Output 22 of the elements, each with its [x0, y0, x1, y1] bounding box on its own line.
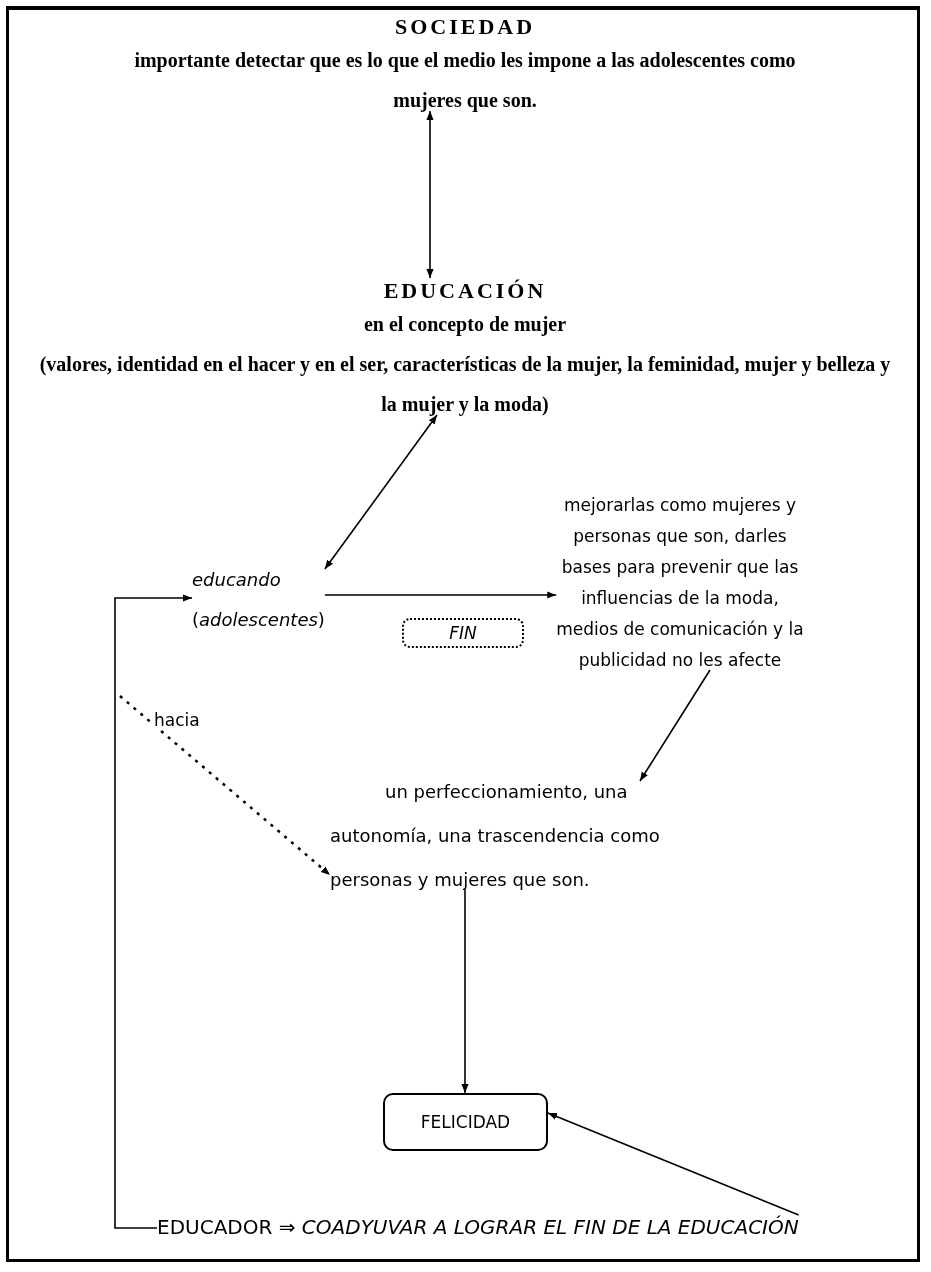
description-text: importante detectar que es lo que el medio les impone a las adolescentes como mujeres que son. — [133, 48, 797, 114]
edge-label: hacia — [152, 710, 202, 730]
heading: EDUCACIÓN — [383, 278, 547, 304]
arrow — [114, 594, 193, 1229]
arrow — [547, 1112, 800, 1216]
arrow — [426, 110, 434, 279]
arrow — [324, 414, 438, 570]
description-text: en el concepto de mujer — [362, 312, 568, 338]
node-text: (adolescentes) — [192, 608, 325, 632]
node-text: un perfeccionamiento, una autonomía, una trascendencia como personas y mujeres que son. — [330, 780, 660, 892]
node-text: educando — [192, 568, 281, 592]
description-text: (valores, identidad en el hacer y en el ser, características de la mujer, la feminidad, mujer y belleza y la mujer y la moda) — [38, 352, 892, 418]
arrow — [461, 889, 469, 1094]
rounded-box — [383, 1093, 548, 1151]
node-text: mejorarlas como mujeres y personas que son, darles bases para prevenir que las influencias de la moda, medios de comunicación y la publicidad no les afecte — [555, 494, 805, 672]
node-text: FELICIDAD — [420, 1111, 511, 1134]
dotted-arrow — [119, 695, 331, 876]
arrow — [639, 669, 711, 782]
edge-label: FIN — [402, 618, 524, 648]
arrow — [324, 591, 558, 599]
node-text: EDUCADOR ⇒ COADYUVAR A LOGRAR EL FIN DE LA EDUCACIÓN — [157, 1214, 799, 1241]
heading: SOCIEDAD — [394, 14, 536, 40]
